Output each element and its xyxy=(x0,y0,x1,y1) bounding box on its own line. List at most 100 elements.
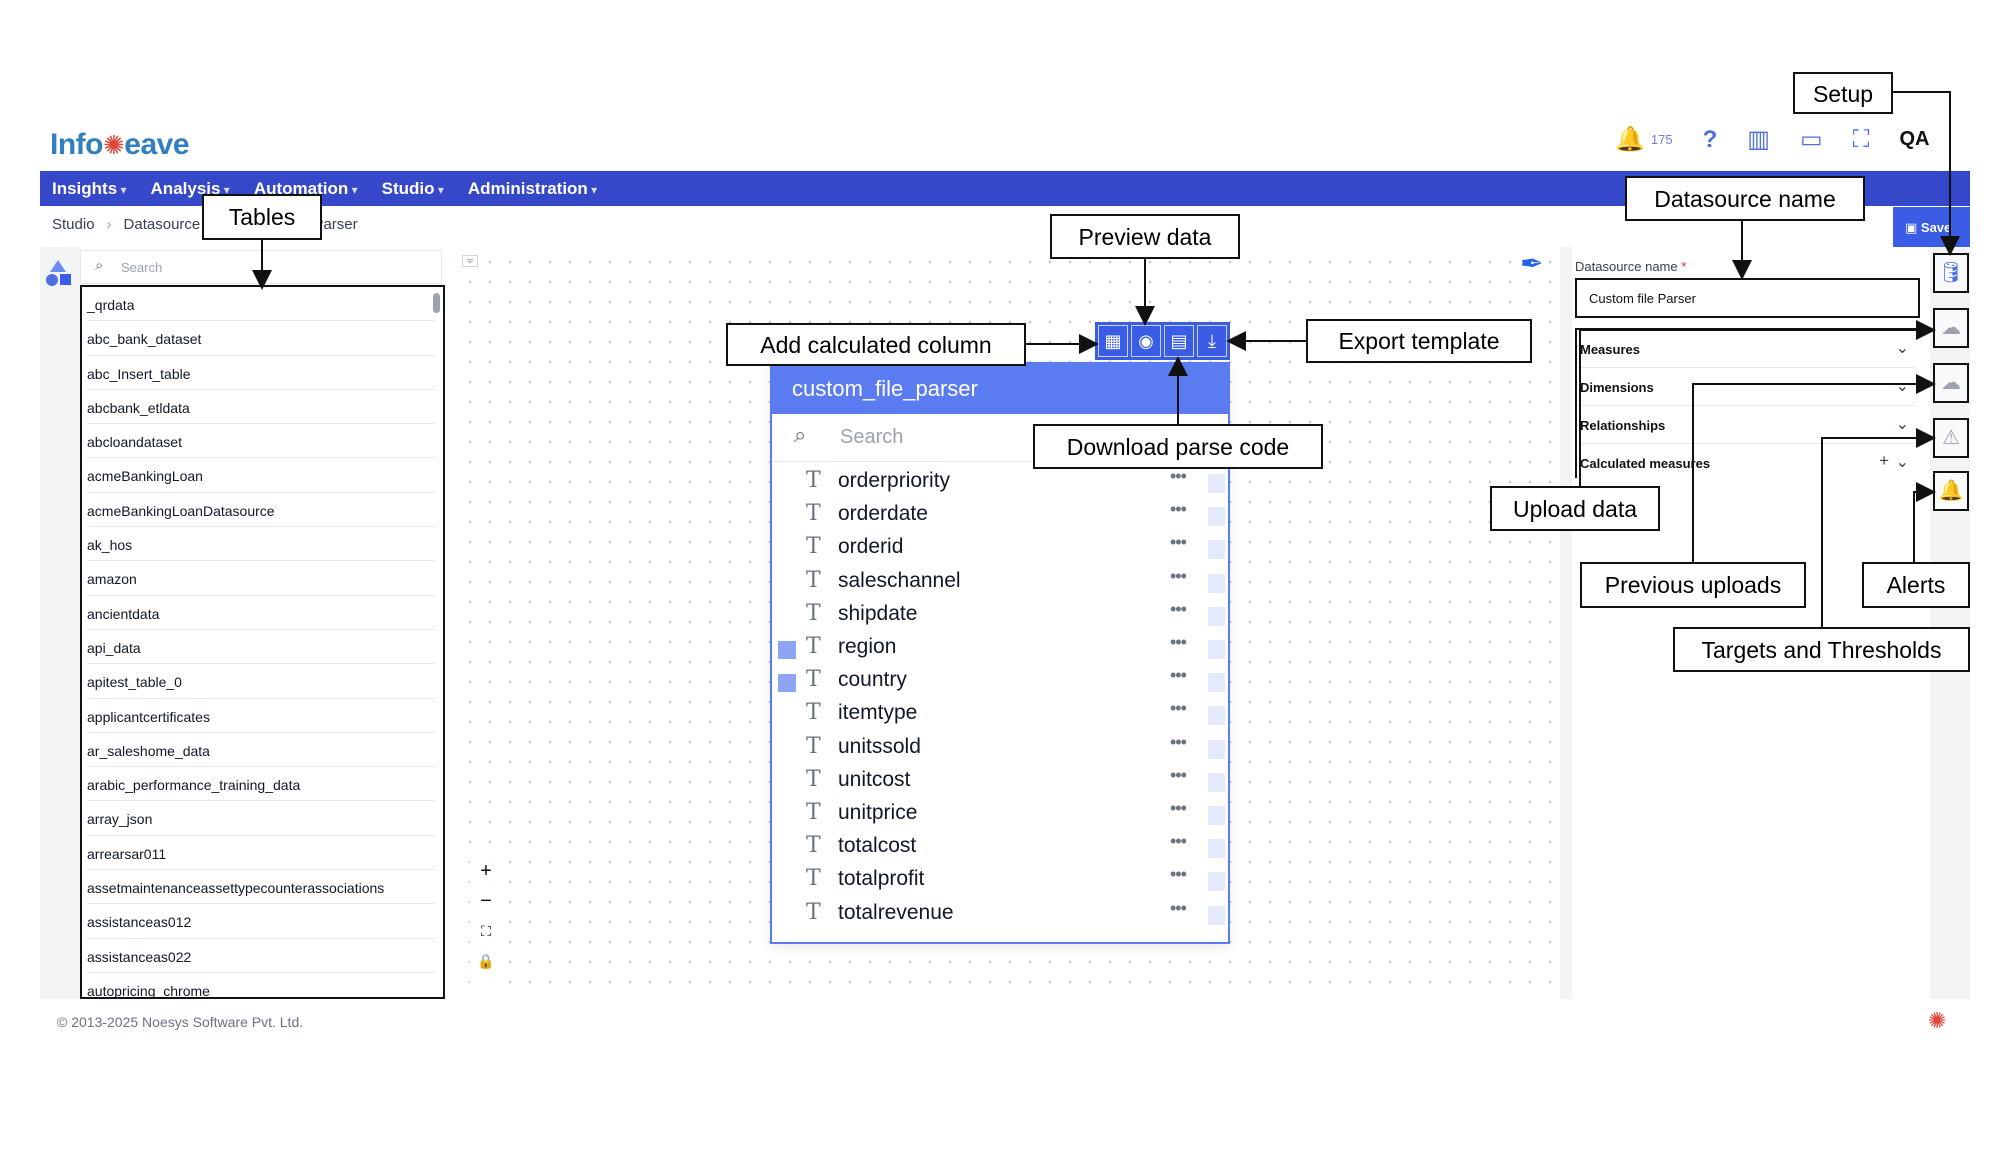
column-connector-handle[interactable] xyxy=(1208,540,1225,560)
table-list-item[interactable]: acmeBankingLoan xyxy=(87,458,435,493)
panel-divider[interactable] xyxy=(1560,247,1572,999)
table-list-item[interactable]: ak_hos xyxy=(87,527,435,562)
more-icon[interactable]: ••• xyxy=(1170,897,1187,918)
save-button[interactable]: ▣ Save xyxy=(1893,207,1970,247)
section-relationships[interactable]: Relationships⌄ xyxy=(1580,408,1915,444)
more-icon[interactable]: ••• xyxy=(1170,499,1187,520)
infoveave-logo[interactable]: Info✺eave xyxy=(50,128,190,161)
column-connector-handle[interactable] xyxy=(1208,507,1225,527)
table-list-item[interactable]: ancientdata xyxy=(87,596,435,630)
more-icon[interactable]: ••• xyxy=(1170,864,1187,885)
column-connector-handle[interactable] xyxy=(1208,573,1225,593)
table-list-item[interactable]: assistanceas022 xyxy=(87,939,435,973)
table-list-item[interactable]: amazon xyxy=(87,561,435,596)
fit-view-icon[interactable]: ⛶ xyxy=(481,923,491,939)
upload-data-button[interactable]: ☁ xyxy=(1933,308,1969,348)
tables-search-input[interactable]: ⌕ Search xyxy=(80,250,442,284)
shapes-icon[interactable] xyxy=(43,258,73,288)
table-list-item[interactable]: ar_saleshome_data xyxy=(87,733,435,768)
table-list-item[interactable]: abc_Insert_table xyxy=(87,356,435,390)
setup-button[interactable]: 🛢 xyxy=(1933,253,1969,293)
datasource-name-input[interactable]: Custom file Parser xyxy=(1575,278,1920,318)
bell-icon[interactable]: 🔔 xyxy=(1615,126,1645,153)
more-icon[interactable]: ••• xyxy=(1170,831,1187,852)
grid-icon[interactable]: ▦ xyxy=(1098,325,1128,357)
column-connector-handle[interactable] xyxy=(1208,872,1225,892)
menu-analysis[interactable]: Analysis xyxy=(151,179,230,199)
breadcrumb-datasource[interactable]: Datasource xyxy=(123,216,201,233)
more-icon[interactable]: ••• xyxy=(1170,632,1187,652)
section-dimensions[interactable]: Dimensions⌄ xyxy=(1580,370,1915,406)
file-icon[interactable]: ▤ xyxy=(1164,325,1194,357)
table-list-item[interactable]: _qrdata xyxy=(87,287,435,322)
menu-administration[interactable]: Administration xyxy=(468,179,597,199)
column-connector-handle[interactable] xyxy=(1208,673,1225,693)
table-list-item[interactable]: applicantcertificates xyxy=(87,699,435,733)
column-connector-handle[interactable] xyxy=(1208,839,1225,859)
menu-insights[interactable]: Insights xyxy=(52,179,127,199)
more-icon[interactable]: ••• xyxy=(1170,532,1187,553)
column-connector-handle[interactable] xyxy=(1208,606,1225,626)
tables-scrollbar[interactable] xyxy=(433,293,440,313)
menu-studio[interactable]: Studio xyxy=(382,179,444,199)
more-icon[interactable]: ••• xyxy=(1170,565,1187,586)
column-connector-handle[interactable] xyxy=(1208,739,1225,759)
table-list-item[interactable]: abc_bank_dataset xyxy=(87,321,435,356)
download-icon[interactable]: ⤓ xyxy=(1197,325,1227,357)
table-list-item[interactable]: api_data xyxy=(87,630,435,665)
section-measures[interactable]: Measures⌄ xyxy=(1580,332,1915,368)
add-icon[interactable]: + xyxy=(1879,451,1889,470)
more-icon[interactable]: ••• xyxy=(1170,798,1187,818)
qa-icon[interactable]: QA xyxy=(1899,128,1930,150)
fullscreen-icon[interactable]: ⛶ xyxy=(1852,125,1870,153)
column-selected-marker[interactable] xyxy=(778,674,796,693)
table-list-item[interactable]: assetmaintenanceassettypecounterassociat… xyxy=(87,870,435,905)
column-selected-marker[interactable] xyxy=(778,641,796,659)
zoom-in-icon[interactable]: + xyxy=(480,860,492,882)
column-connector-handle[interactable] xyxy=(1208,640,1225,659)
library-icon[interactable]: ▥ xyxy=(1747,126,1770,153)
zoom-out-icon[interactable]: − xyxy=(480,890,492,912)
more-icon[interactable]: ••• xyxy=(1170,598,1187,619)
breadcrumb-studio[interactable]: Studio xyxy=(52,216,95,233)
more-icon[interactable]: ••• xyxy=(1170,698,1187,719)
table-list-item[interactable]: assistanceas012 xyxy=(87,904,435,939)
more-icon[interactable]: ••• xyxy=(1170,764,1187,785)
menu-automation[interactable]: Automation xyxy=(254,179,358,199)
targets-thresholds-button[interactable]: ⚠ xyxy=(1933,418,1969,458)
more-icon[interactable]: ••• xyxy=(1170,466,1187,486)
table-list-item[interactable]: abcloandataset xyxy=(87,424,435,459)
table-list-item[interactable]: array_json xyxy=(87,801,435,836)
more-icon[interactable]: ••• xyxy=(1170,665,1187,686)
section-calculated-measures[interactable]: Calculated measures+⌄ xyxy=(1580,451,1909,471)
column-connector-handle[interactable] xyxy=(1208,706,1225,726)
table-list-item[interactable]: arabic_performance_training_data xyxy=(87,767,435,802)
collapse-handle[interactable]: ═ xyxy=(462,255,478,267)
monitor-icon[interactable]: ▭ xyxy=(1799,126,1823,153)
table-list-item[interactable]: acmeBankingLoanDatasource xyxy=(87,493,435,528)
column-connector-handle[interactable] xyxy=(1208,772,1225,792)
node-search-input[interactable]: ⌕ Search xyxy=(772,414,1228,462)
more-icon[interactable]: ••• xyxy=(1170,731,1187,752)
help-icon[interactable]: ? xyxy=(1702,125,1718,153)
eye-icon[interactable]: ◉ xyxy=(1131,325,1161,357)
column-connector-handle[interactable] xyxy=(1208,474,1225,493)
alerts-button[interactable]: 🔔 xyxy=(1933,471,1969,511)
previous-uploads-button[interactable]: ☁ xyxy=(1933,363,1969,403)
